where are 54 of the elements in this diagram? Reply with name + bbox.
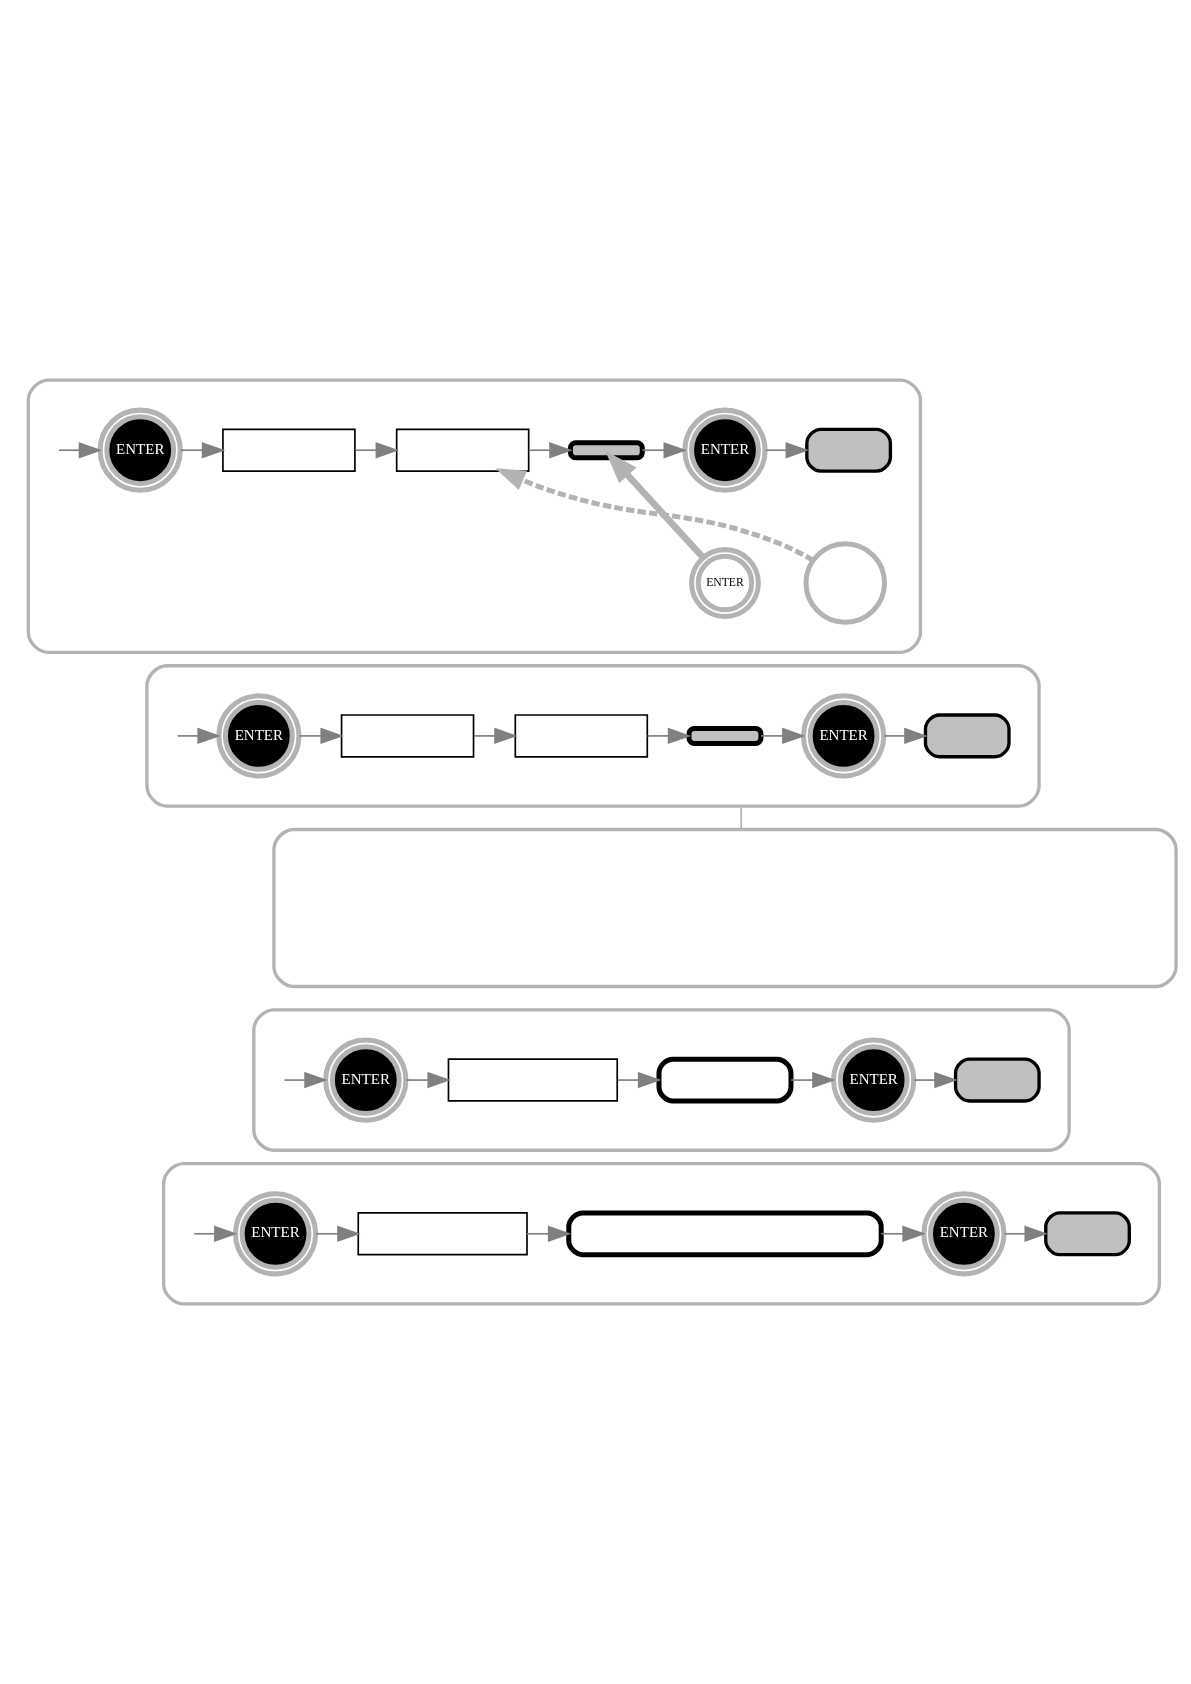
arrow bbox=[913, 1071, 958, 1089]
arrow bbox=[605, 450, 706, 560]
node-box bbox=[340, 714, 475, 758]
connector bbox=[740, 805, 743, 831]
arrow bbox=[405, 1071, 451, 1089]
node-box bbox=[222, 428, 356, 472]
node-circle: ENTER bbox=[682, 407, 768, 493]
arrow bbox=[298, 727, 344, 745]
arrow bbox=[528, 442, 573, 459]
arrow bbox=[176, 727, 221, 745]
node-circle: ENTER bbox=[921, 1191, 1007, 1277]
node-circle: ENTER bbox=[801, 693, 887, 779]
node-box bbox=[1044, 1211, 1131, 1257]
node-circle: ENTER bbox=[831, 1037, 917, 1123]
arrow bbox=[526, 1225, 572, 1242]
arrow bbox=[283, 1071, 328, 1089]
arrow bbox=[193, 1225, 238, 1242]
node-box bbox=[395, 428, 530, 472]
arrow bbox=[354, 442, 399, 459]
node-circle: ENTER bbox=[689, 547, 761, 619]
node-box bbox=[447, 1058, 619, 1102]
node-circle bbox=[803, 541, 888, 625]
arrow bbox=[646, 727, 692, 745]
node-circle: ENTER bbox=[232, 1191, 319, 1277]
arrow bbox=[790, 1071, 836, 1089]
cluster bbox=[26, 378, 923, 655]
arrow bbox=[180, 442, 226, 459]
arrow bbox=[495, 468, 815, 563]
node-bar bbox=[567, 440, 645, 461]
cluster bbox=[252, 1008, 1071, 1152]
node-box bbox=[566, 1210, 884, 1258]
node-box bbox=[656, 1056, 794, 1104]
cluster bbox=[161, 1161, 1162, 1306]
node-box bbox=[514, 714, 649, 758]
cluster bbox=[145, 664, 1041, 808]
node-callout bbox=[272, 827, 1178, 989]
node-box bbox=[953, 1057, 1041, 1103]
node-box bbox=[923, 713, 1011, 759]
arrow bbox=[760, 727, 806, 745]
arrow bbox=[641, 442, 687, 459]
arrow bbox=[1003, 1225, 1048, 1242]
node-circle: ENTER bbox=[97, 407, 183, 493]
arrow bbox=[473, 727, 518, 745]
node-circle: ENTER bbox=[216, 693, 302, 779]
arrow bbox=[764, 442, 809, 459]
arrow bbox=[315, 1225, 361, 1242]
node-box bbox=[357, 1212, 528, 1256]
arrow bbox=[880, 1225, 926, 1242]
arrow bbox=[616, 1071, 662, 1089]
arrow bbox=[58, 442, 103, 459]
node-box bbox=[805, 427, 893, 473]
node-circle: ENTER bbox=[323, 1037, 409, 1123]
node-bar bbox=[686, 725, 764, 746]
arrow bbox=[883, 727, 928, 745]
